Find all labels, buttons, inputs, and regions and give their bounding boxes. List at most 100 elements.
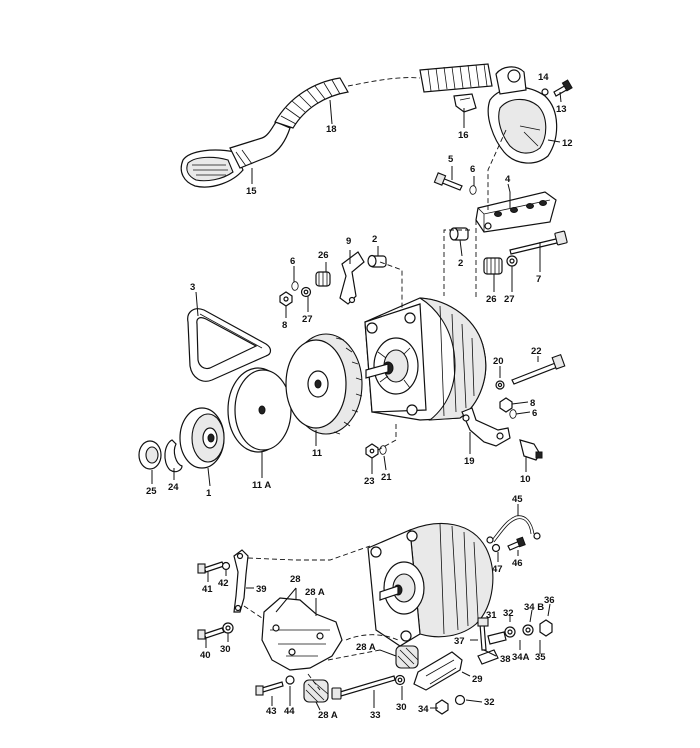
callout-32-lower: 32	[484, 697, 495, 708]
leader-lines	[151, 91, 562, 711]
alternator-bracket-part-4	[475, 191, 557, 233]
callout-1: 1	[206, 488, 212, 499]
callout-37: 37	[454, 636, 465, 647]
tension-bracket-part-19	[461, 407, 511, 447]
callout-11: 11	[312, 448, 323, 459]
bolt-part-5	[433, 172, 463, 191]
rubber-mount-part-28A-upper	[395, 645, 419, 669]
callout-45: 45	[512, 494, 523, 505]
callout-12: 12	[562, 138, 573, 149]
callout-23: 23	[364, 476, 375, 487]
callout-27-right: 27	[504, 294, 515, 305]
callout-43: 43	[266, 706, 277, 717]
alternator-upper	[364, 297, 487, 421]
callout-5: 5	[448, 154, 454, 165]
callout-25: 25	[146, 486, 157, 497]
assembly-lines	[243, 129, 507, 691]
pulley-half-part-1	[179, 407, 225, 469]
callout-9: 9	[346, 236, 351, 247]
callout-30-right: 30	[396, 702, 407, 713]
pin-part-31	[487, 631, 507, 645]
bolt-part-37	[477, 617, 489, 651]
callout-15: 15	[246, 186, 257, 197]
callout-38: 38	[500, 654, 511, 665]
callout-28A-upper-right: 28 A	[305, 587, 325, 598]
callout-34A: 34A	[512, 652, 530, 663]
callout-42: 42	[218, 578, 229, 589]
spring-washer-part-34B	[522, 624, 534, 636]
bracket-part-9	[339, 251, 365, 305]
rubber-mount-part-28A-lower	[303, 679, 329, 703]
nut-part-47	[491, 543, 501, 553]
callout-6-left: 6	[290, 256, 295, 267]
cable-part-45	[486, 515, 541, 544]
washer-part-30-right	[394, 674, 406, 686]
corrugated-hose-part-18	[274, 63, 493, 129]
temperature-switch-part-10	[519, 439, 543, 461]
callout-6-upper: 6	[470, 164, 475, 175]
nut-part-36	[539, 619, 553, 637]
fan-shroud-part-12	[487, 66, 558, 164]
washer-part-44	[285, 675, 295, 685]
v-belt-part-3	[187, 308, 272, 382]
bolt-part-41	[197, 561, 225, 574]
washer-part-27-left	[300, 286, 312, 298]
callout-27-left: 27	[302, 314, 313, 325]
callout-34B: 34 B	[524, 602, 544, 613]
air-duct-part-15	[229, 121, 291, 169]
callout-2-right: 2	[458, 258, 463, 269]
cooling-fan-part-11	[285, 333, 363, 435]
washer-part-42	[221, 561, 231, 571]
washer-part-14	[541, 88, 549, 96]
rubber-bushing-part-26-left	[315, 271, 331, 287]
callout-39: 39	[256, 584, 267, 595]
callout-28: 28	[290, 574, 301, 585]
callout-18: 18	[326, 124, 337, 135]
callout-labels: 14 13 12 18 16 15 5 6 4 9 2 2 6 26 7 3 8…	[146, 72, 573, 721]
callout-20: 20	[493, 356, 504, 367]
bolt-part-43	[255, 681, 284, 696]
nut-part-25	[138, 440, 162, 470]
callout-28A-lower: 28 A	[318, 710, 338, 721]
callout-19: 19	[464, 456, 475, 467]
alternator-lower	[367, 523, 494, 647]
callout-31: 31	[486, 610, 497, 621]
callout-8-right: 8	[530, 398, 535, 409]
callout-34-lower: 34	[418, 704, 429, 715]
callout-35: 35	[535, 652, 546, 663]
washer-part-6-upper	[469, 185, 477, 195]
callout-26-left: 26	[318, 250, 329, 261]
tension-rod-part-29	[413, 651, 463, 691]
screw-part-13	[553, 79, 573, 97]
callout-44: 44	[284, 706, 295, 717]
callout-46: 46	[512, 558, 523, 569]
washer-part-20	[495, 380, 505, 390]
callout-28A-middle: 28 A	[356, 642, 376, 653]
callout-21: 21	[381, 472, 392, 483]
callout-22: 22	[531, 346, 542, 357]
callout-6-right: 6	[532, 408, 537, 419]
callout-30-left: 30	[220, 644, 231, 655]
washer-part-21	[379, 445, 387, 455]
nut-part-34	[435, 699, 449, 715]
bolt-part-40	[197, 627, 225, 640]
lock-ring-part-24	[164, 439, 183, 473]
callout-32-upper: 32	[503, 608, 514, 619]
callout-47: 47	[492, 564, 503, 575]
rubber-bushing-part-26-right	[483, 257, 503, 275]
callout-7: 7	[536, 274, 541, 285]
spacer-part-2-right	[449, 227, 469, 241]
callout-29: 29	[472, 674, 483, 685]
nut-part-8-left	[279, 291, 293, 307]
nut-part-23	[365, 443, 379, 459]
washer-part-6-left	[291, 281, 299, 291]
washer-part-27-right	[506, 255, 518, 267]
air-intake-nozzle-part-15	[180, 149, 244, 188]
callout-10: 10	[520, 474, 531, 485]
callout-26-right: 26	[486, 294, 497, 305]
callout-24: 24	[168, 482, 179, 493]
nut-part-8-right	[499, 397, 513, 413]
washer-part-30-left	[222, 622, 234, 634]
callout-3: 3	[190, 282, 195, 293]
